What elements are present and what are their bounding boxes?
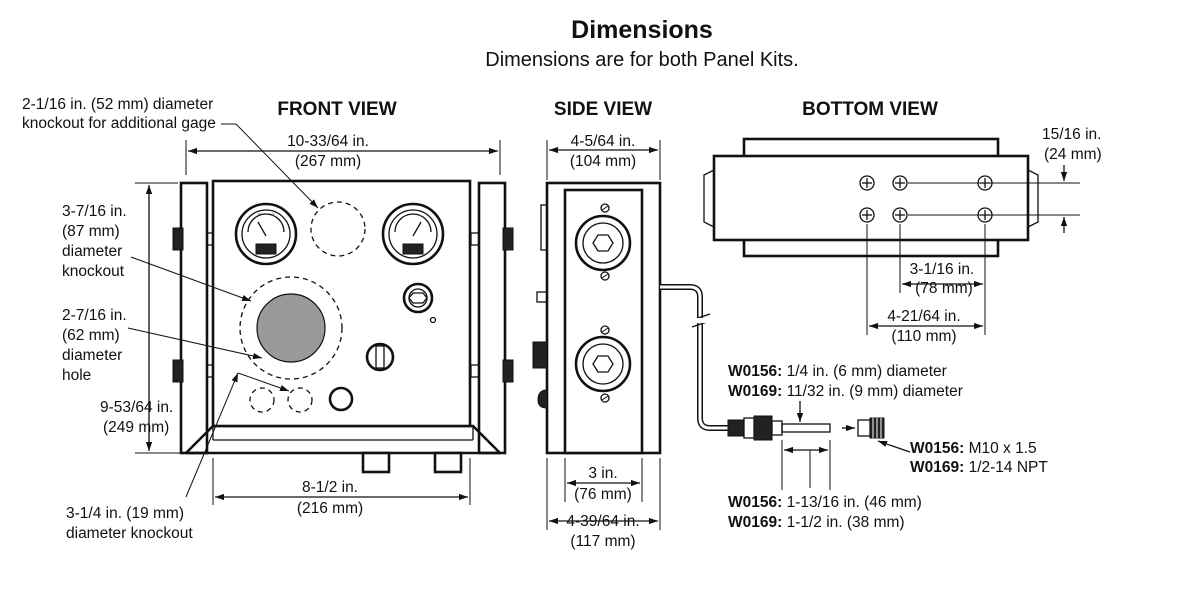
valve-knob-icon	[365, 342, 395, 372]
knockout-87mm	[239, 276, 343, 380]
knockout-87-label-3: diameter	[62, 243, 122, 260]
side-inner-label-2: (76 mm)	[574, 486, 632, 503]
panel-fitting-icon	[402, 282, 437, 324]
thread-w0169: W0169: 1/2-14 NPT	[910, 459, 1048, 476]
front-view-dimensions: 10-33/64 in. (267 mm) 8-1/2 in. (216 mm)…	[22, 96, 501, 542]
compression-fitting	[727, 415, 783, 441]
height-label-2: (249 mm)	[103, 419, 169, 436]
knockout-19mm-right	[287, 387, 313, 413]
length-w0169: W0169: 1-1/2 in. (38 mm)	[728, 514, 905, 531]
side-view-drawing	[532, 181, 728, 455]
side-top-label-1: 4-5/64 in.	[571, 133, 636, 150]
height-label-1: 9-53/64 in.	[100, 399, 173, 416]
small-port-icon	[328, 386, 354, 412]
width-bottom-label-2: (216 mm)	[297, 500, 363, 517]
bottom-view-dimensions: 15/16 in. (24 mm) 3-1/16 in. (78 mm) 4-2…	[866, 126, 1102, 345]
spacing-110-label-1: 4-21/64 in.	[887, 308, 960, 325]
probe-stem	[781, 423, 831, 433]
knockout-19-label-1: 3-1/4 in. (19 mm)	[66, 505, 184, 522]
side-gauge-top	[574, 203, 632, 281]
knockout-87-label-2: (87 mm)	[62, 223, 120, 240]
knockout-19mm-left	[249, 387, 275, 413]
width-bottom-label-1: 8-1/2 in.	[302, 479, 358, 496]
spacing-110-label-2: (110 mm)	[891, 328, 956, 345]
pressure-gauge-right	[381, 202, 445, 266]
side-view-title: SIDE VIEW	[554, 99, 652, 120]
offset-label-2: (24 mm)	[1044, 146, 1102, 163]
gage-knockout-label-1: 2-1/16 in. (52 mm) diameter	[22, 96, 213, 113]
side-inner-panel	[563, 188, 644, 455]
side-gauge-bottom	[574, 325, 632, 403]
side-outer-label-2: (117 mm)	[570, 533, 635, 550]
pressure-gauge-left: ~~~~~~	[234, 202, 298, 266]
hole-62-label-2: (62 mm)	[62, 327, 120, 344]
diameter-w0169: W0169: 11/32 in. (9 mm) diameter	[728, 383, 963, 400]
side-view-dimensions: 4-5/64 in. (104 mm) 3 in. (76 mm) 4-39/6…	[546, 133, 661, 550]
right-bracket	[477, 181, 507, 455]
width-top-label-2: (267 mm)	[295, 153, 361, 170]
gage-knockout-circle	[310, 201, 366, 257]
svg-text:~~~~~~: ~~~~~~	[257, 212, 275, 218]
bottom-view-title: BOTTOM VIEW	[802, 99, 938, 120]
knockout-87-label-1: 3-7/16 in.	[62, 203, 127, 220]
page-subtitle: Dimensions are for both Panel Kits.	[485, 49, 799, 71]
hole-62-label-4: hole	[62, 367, 91, 384]
bracket-studs	[172, 227, 514, 383]
foot-left	[361, 451, 391, 474]
spacing-78-label-2: (78 mm)	[915, 280, 973, 297]
spacing-78-label-1: 3-1/16 in.	[910, 261, 975, 278]
hole-62-label-3: diameter	[62, 347, 122, 364]
left-bracket	[179, 181, 209, 455]
gage-knockout-label-2: knockout for additional gage	[22, 115, 216, 132]
side-inner-label-1: 3 in.	[588, 465, 617, 482]
front-view-drawing: ~~~~~~	[172, 179, 514, 474]
thread-w0156: W0156: M10 x 1.5	[910, 440, 1037, 457]
thread-nut	[857, 417, 885, 439]
foot-right	[433, 451, 463, 474]
front-view-title: FRONT VIEW	[277, 99, 396, 120]
knockout-87-label-4: knockout	[62, 263, 125, 280]
page-title: Dimensions	[571, 16, 713, 44]
bottom-view-drawing	[703, 137, 1039, 258]
knockout-19-label-2: diameter knockout	[66, 525, 193, 542]
hole-62mm	[256, 293, 326, 363]
length-w0156: W0156: 1-13/16 in. (46 mm)	[728, 494, 922, 511]
width-top-label-1: 10-33/64 in.	[287, 133, 369, 150]
bottom-base-plate	[712, 154, 1030, 242]
fittings-detail: W0156: 1/4 in. (6 mm) diameter W0169: 11…	[727, 363, 1048, 531]
hole-62-label-1: 2-7/16 in.	[62, 307, 127, 324]
offset-label-1: 15/16 in.	[1042, 126, 1101, 143]
side-outer-label-1: 4-39/64 in.	[566, 513, 639, 530]
sensor-tubing	[660, 284, 728, 431]
diameter-w0156: W0156: 1/4 in. (6 mm) diameter	[728, 363, 947, 380]
side-top-label-2: (104 mm)	[570, 153, 636, 170]
side-knob	[532, 341, 548, 369]
